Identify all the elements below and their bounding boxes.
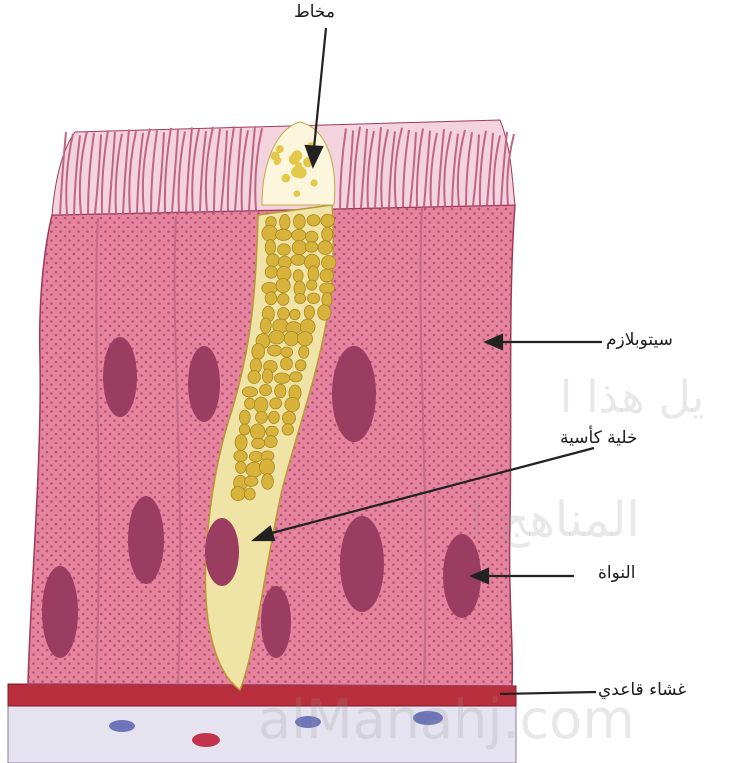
mucus-granule bbox=[262, 369, 272, 383]
mucus-granule bbox=[275, 157, 282, 164]
mucus-granule bbox=[299, 346, 309, 358]
nucleus bbox=[261, 586, 291, 658]
mucus-granule bbox=[235, 435, 247, 451]
mucus-granule bbox=[304, 305, 314, 319]
mucus-granule bbox=[290, 309, 300, 319]
mucus-granule bbox=[276, 145, 284, 153]
nucleus bbox=[332, 346, 376, 442]
mucus-granule bbox=[280, 214, 290, 229]
mucus-granule bbox=[308, 266, 319, 282]
mucus-granule bbox=[307, 280, 317, 290]
mucus-granule bbox=[292, 241, 307, 255]
mucus-granule bbox=[276, 229, 292, 240]
mucus-granule bbox=[254, 397, 268, 413]
mucus-granule bbox=[318, 305, 331, 320]
mucus-granule bbox=[295, 294, 306, 304]
mucus-granule bbox=[305, 242, 318, 253]
mucus-granule bbox=[290, 372, 302, 382]
label-goblet-cell: خلية كأسية bbox=[560, 428, 638, 448]
mucus-granule bbox=[291, 255, 305, 266]
mucus-granule bbox=[231, 487, 245, 501]
mucus-granule bbox=[294, 190, 301, 197]
mucus-granule bbox=[252, 344, 265, 360]
mucus-granule bbox=[278, 294, 289, 306]
mucus-granule bbox=[242, 387, 257, 397]
mucus-granule bbox=[322, 256, 336, 270]
nucleus bbox=[128, 496, 164, 584]
mucus-granule bbox=[320, 269, 334, 282]
label-cytoplasm: سيتوبلازم bbox=[606, 330, 673, 350]
mucus-granule bbox=[278, 244, 291, 255]
mucus-granule bbox=[269, 411, 280, 423]
mucus-granule bbox=[265, 240, 275, 256]
nucleus bbox=[188, 346, 220, 422]
mucus-granule bbox=[282, 411, 295, 424]
mucus-granule bbox=[322, 227, 333, 242]
mucus-granule bbox=[297, 332, 312, 346]
mucus-granule bbox=[266, 426, 279, 437]
mucus-granule bbox=[294, 214, 306, 229]
mucus-granule bbox=[262, 225, 278, 241]
mucus-granule bbox=[250, 424, 265, 440]
mucus-granule bbox=[282, 174, 291, 183]
mucus-granule bbox=[292, 150, 303, 161]
mucus-granule bbox=[234, 451, 247, 462]
mucus-granule bbox=[321, 214, 334, 227]
mucus-granule bbox=[260, 318, 271, 333]
mucus-granule bbox=[281, 347, 293, 357]
mucus-granule bbox=[282, 424, 293, 435]
nucleus bbox=[42, 566, 78, 658]
mucus-granule bbox=[311, 179, 318, 186]
mucus-granule bbox=[276, 279, 290, 293]
mucus-granule bbox=[264, 436, 277, 448]
mucus-granule bbox=[284, 331, 299, 346]
mucus-granule bbox=[244, 476, 258, 486]
mucus-granule bbox=[281, 357, 293, 370]
mucus-granule bbox=[269, 331, 285, 344]
mucus-granule bbox=[256, 411, 268, 423]
mucus-granule bbox=[244, 488, 255, 500]
mucus-granule bbox=[295, 162, 302, 169]
mucus-granule bbox=[275, 384, 286, 398]
watermark-brand: alManahj.com bbox=[258, 688, 635, 751]
mucus-granule bbox=[295, 360, 306, 371]
label-mucus: مخاط bbox=[294, 2, 335, 22]
mucus-granule bbox=[307, 215, 320, 226]
mucus-granule bbox=[260, 459, 275, 475]
red-blood-cell bbox=[192, 733, 220, 747]
label-basement-membrane: غشاء قاعدي bbox=[598, 680, 686, 700]
watermark-line-2: المناهج ا bbox=[470, 492, 640, 548]
mucus-granule bbox=[252, 438, 265, 448]
mucus-granule bbox=[285, 397, 300, 411]
connective-cell bbox=[109, 720, 135, 732]
mucus-granule bbox=[305, 231, 318, 242]
mucus-granule bbox=[236, 462, 247, 474]
mucus-granule bbox=[265, 292, 277, 305]
nucleus bbox=[340, 516, 384, 612]
mucus-granule bbox=[239, 410, 250, 424]
mucus-granule bbox=[307, 293, 319, 304]
label-nucleus: النواة bbox=[598, 563, 635, 583]
mucus-granule bbox=[268, 345, 282, 356]
mucus-granule bbox=[278, 308, 290, 320]
mucus-granule bbox=[262, 474, 274, 490]
mucus-granule bbox=[249, 451, 262, 462]
mucus-granule bbox=[318, 241, 332, 255]
nucleus bbox=[103, 337, 137, 417]
mucus-granule bbox=[248, 371, 260, 384]
mucus-granule bbox=[260, 384, 272, 395]
mucus-granule bbox=[265, 266, 277, 278]
goblet-nucleus bbox=[205, 518, 239, 586]
mucus-granule bbox=[274, 373, 289, 384]
mucus-granule bbox=[270, 398, 282, 409]
mucus-granule bbox=[245, 398, 256, 409]
mucus-granule bbox=[239, 424, 250, 435]
mucus-granule bbox=[267, 254, 280, 267]
watermark-line-1: يل هذا ا bbox=[560, 372, 704, 423]
mucus-granule bbox=[292, 229, 306, 241]
mucus-granule bbox=[293, 270, 303, 282]
